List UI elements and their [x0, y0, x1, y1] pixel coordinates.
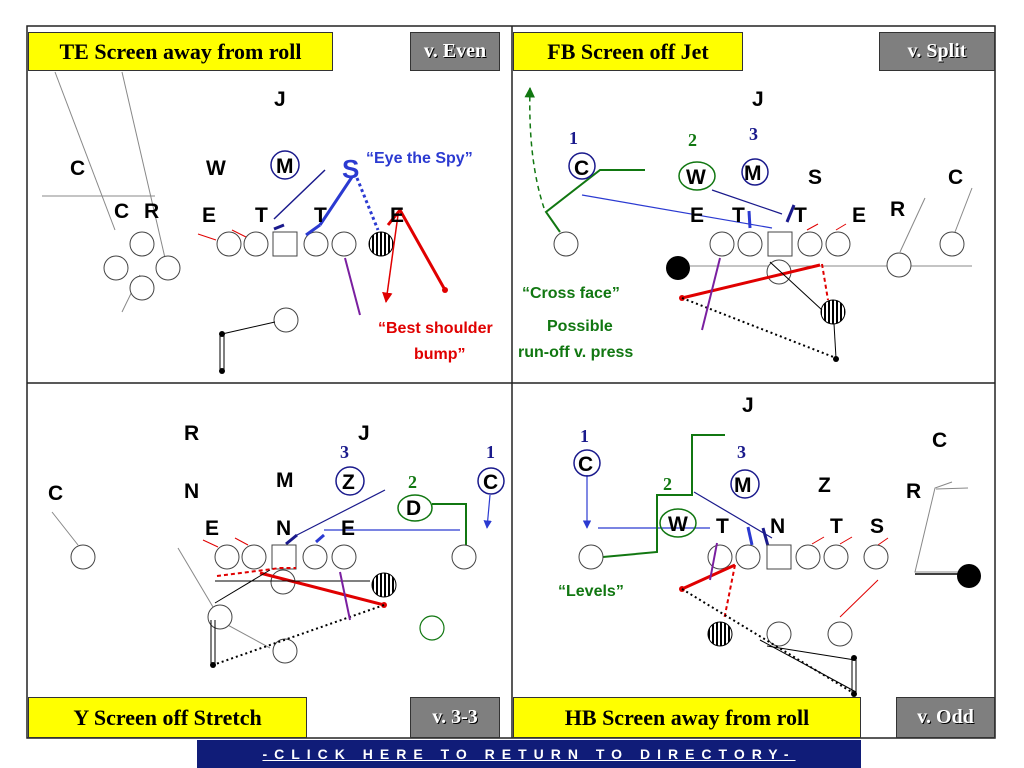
read-number: 3 — [737, 442, 746, 462]
def-c: C — [48, 482, 63, 505]
def-c: C — [574, 157, 589, 180]
front-v-3-3: v. 3-3 — [410, 697, 500, 738]
front-v-split: v. Split — [879, 32, 995, 71]
return-to-directory-link[interactable]: -CLICK HERE TO RETURN TO DIRECTORY- — [197, 740, 861, 768]
def-s: S — [808, 166, 822, 189]
read-number: 1 — [580, 426, 589, 446]
front-v-odd: v. Odd — [896, 697, 995, 738]
def-c: C — [932, 429, 947, 452]
front-v-even: v. Even — [410, 32, 500, 71]
def-n: N — [276, 517, 291, 540]
def-n: N — [770, 515, 785, 538]
note-possible: Possible — [547, 318, 613, 335]
def-e: E — [205, 517, 219, 540]
labels-bottom-left: R J 3 1 C N M Z 2 C D E N E — [48, 422, 498, 540]
note-levels: “Levels” — [558, 583, 624, 600]
def-t: T — [794, 204, 807, 227]
def-e: E — [690, 204, 704, 227]
def-r: R — [906, 480, 921, 503]
title-hb-screen: HB Screen away from roll — [513, 697, 861, 738]
panel-top-left — [42, 71, 448, 374]
panel-top-right — [524, 86, 973, 362]
def-j: J — [742, 394, 754, 417]
read-number: 2 — [688, 130, 697, 150]
read-number: 2 — [663, 474, 672, 494]
note-cross-face: “Cross face” — [522, 285, 620, 302]
def-m: M — [744, 162, 762, 185]
labels-bottom-right: J 1 C 3 C 2 M Z R W T N T S “Levels” — [558, 394, 947, 600]
def-e: E — [852, 204, 866, 227]
panel-bottom-right — [573, 434, 981, 697]
def-j: J — [358, 422, 370, 445]
note-best-shoulder-bump: bump” — [414, 346, 466, 363]
note-eye-the-spy: “Eye the Spy” — [366, 150, 473, 167]
def-r: R — [890, 198, 905, 221]
labels-top-left: J C W M S C R E T T E “Eye the Spy” “Bes… — [70, 88, 493, 363]
def-c: C — [578, 453, 593, 476]
def-c: C — [114, 200, 129, 223]
def-j: J — [274, 88, 286, 111]
read-number: 3 — [749, 124, 758, 144]
def-e: E — [202, 204, 216, 227]
def-e: E — [341, 517, 355, 540]
panel-bottom-left — [51, 466, 505, 668]
def-t: T — [716, 515, 729, 538]
def-r: R — [184, 422, 199, 445]
def-s: S — [342, 154, 359, 184]
def-e: E — [390, 204, 404, 227]
def-c: C — [483, 471, 498, 494]
def-w: W — [686, 166, 706, 189]
labels-top-right: J 1 2 3 C W M S C E T T E R “Cross face”… — [518, 88, 963, 361]
note-run-off: run-off v. press — [518, 344, 633, 361]
def-t: T — [830, 515, 843, 538]
def-t: T — [732, 204, 745, 227]
read-number: 1 — [486, 442, 495, 462]
def-t: T — [314, 204, 327, 227]
def-m: M — [276, 155, 294, 178]
def-z: Z — [342, 471, 355, 494]
def-s: S — [870, 515, 884, 538]
def-w: W — [668, 513, 688, 536]
def-d: D — [406, 497, 421, 520]
def-m: M — [276, 469, 294, 492]
def-r: R — [144, 200, 159, 223]
title-fb-screen: FB Screen off Jet — [513, 32, 743, 71]
def-n: N — [184, 480, 199, 503]
def-m: M — [734, 474, 752, 497]
title-y-screen: Y Screen off Stretch — [28, 697, 307, 738]
read-number: 2 — [408, 472, 417, 492]
note-best-shoulder: “Best shoulder — [378, 320, 493, 337]
read-number: 1 — [569, 128, 578, 148]
def-w: W — [206, 157, 226, 180]
outer-frame — [26, 25, 996, 739]
def-c: C — [948, 166, 963, 189]
def-j: J — [752, 88, 764, 111]
def-c: C — [70, 157, 85, 180]
title-te-screen: TE Screen away from roll — [28, 32, 333, 71]
def-t: T — [255, 204, 268, 227]
def-z: Z — [818, 474, 831, 497]
read-number: 3 — [340, 442, 349, 462]
